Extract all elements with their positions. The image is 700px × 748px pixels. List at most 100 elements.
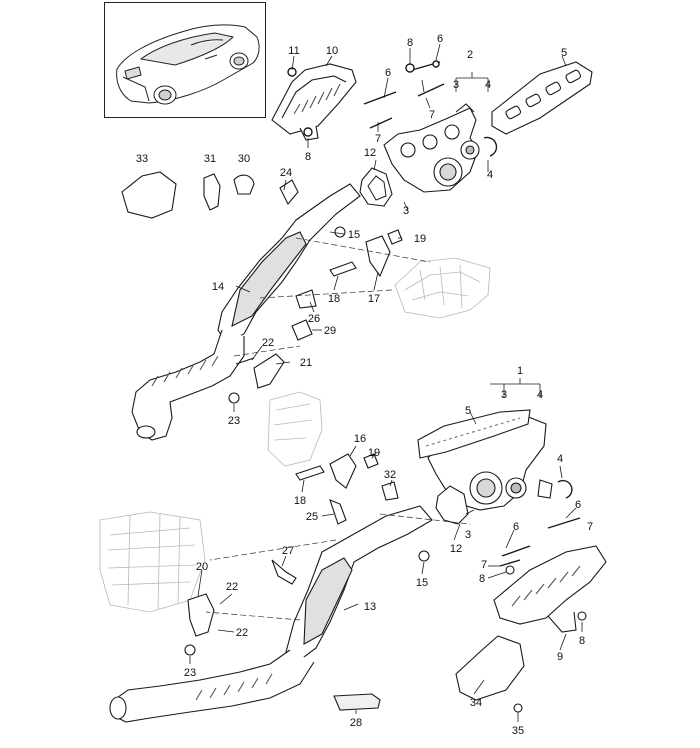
nut-19 (387, 229, 403, 245)
callout-32: 32 (384, 469, 396, 481)
callout-1: 1 (517, 365, 523, 377)
callout-9: 9 (557, 651, 563, 663)
paste-tube-28 (333, 693, 381, 711)
callout-24: 24 (280, 167, 292, 179)
callout-17: 17 (368, 293, 380, 305)
callout-labels: 2 3 4 1 3 4 5 5 6 6 6 6 7 7 7 7 8 8 8 8 … (136, 33, 593, 737)
vehicle-car-icon (116, 24, 260, 105)
clamp-31 (203, 173, 221, 211)
holder-24 (279, 179, 299, 205)
callout-33: 33 (136, 153, 148, 165)
callout-27: 27 (282, 545, 294, 557)
gasket-upper-5 (491, 61, 593, 135)
snap-ring-lower (557, 479, 573, 499)
bracket-16 (329, 453, 357, 489)
callout-29: 29 (324, 325, 336, 337)
callout-22-lower-a: 22 (226, 581, 238, 593)
callout-2: 2 (467, 49, 473, 61)
bracket-21 (253, 353, 285, 389)
callout-23-upper: 23 (228, 415, 240, 427)
callout-5-upper: 5 (561, 47, 567, 59)
gasket-12-lower (435, 485, 469, 525)
callout-20: 20 (196, 561, 208, 573)
gasket-12-upper-inner (367, 175, 387, 201)
small-parts-upper (121, 171, 403, 404)
callout-10: 10 (326, 45, 338, 57)
callout-3-upper-flange: 3 (403, 205, 409, 217)
nut-15-lower (418, 550, 430, 562)
bolt-18 (329, 261, 357, 277)
sensor-25 (329, 499, 347, 525)
bracket-33 (121, 171, 177, 219)
callout-19-lower: 19 (368, 447, 380, 459)
studs-lower (499, 517, 581, 567)
nut-23-lower (184, 644, 196, 656)
callout-6-lower-a: 6 (513, 521, 519, 533)
callout-15-lower: 15 (416, 577, 428, 589)
bracket-34 (455, 635, 525, 701)
catalytic-converter-lower (109, 505, 433, 723)
reference-dashed-lines (205, 237, 471, 621)
callout-8-upper-a: 8 (407, 37, 413, 49)
bracket-20 (187, 593, 215, 637)
catalytic-converter-upper (131, 183, 361, 441)
callout-30: 30 (238, 153, 250, 165)
callout-23-lower: 23 (184, 667, 196, 679)
callout-4-lower-bracket: 4 (537, 389, 543, 401)
callout-25: 25 (306, 511, 318, 523)
heat-shield-lower (493, 545, 607, 633)
callout-7-upper-a: 7 (375, 133, 381, 145)
bolt-18-lower (295, 465, 325, 481)
callout-16: 16 (354, 433, 366, 445)
small-parts-lower (184, 453, 525, 713)
callout-8-upper-b: 8 (305, 151, 311, 163)
bracket-29 (291, 319, 313, 341)
callout-8-lower-b: 8 (579, 635, 585, 647)
callout-6-lower-b: 6 (575, 499, 581, 511)
callout-13: 13 (364, 601, 376, 613)
callout-4-upper-ring: 4 (487, 169, 493, 181)
callout-21: 21 (300, 357, 312, 369)
leader-lines (189, 43, 583, 722)
callout-3-upper-bracket: 3 (453, 79, 459, 91)
nut-15 (334, 226, 346, 238)
callout-22-lower-b: 22 (236, 627, 248, 639)
callout-4-upper-bracket: 4 (485, 79, 491, 91)
callout-14: 14 (212, 281, 224, 293)
callout-12-lower: 12 (450, 543, 462, 555)
snap-ring-upper (483, 136, 498, 157)
callout-11: 11 (288, 45, 299, 57)
nut-23 (228, 392, 240, 404)
callout-6-upper-b: 6 (385, 67, 391, 79)
callout-22-upper: 22 (262, 337, 274, 349)
clip-32 (381, 481, 399, 501)
callout-35: 35 (512, 725, 524, 737)
bolt-35 (513, 703, 523, 713)
sensor-26 (295, 289, 317, 309)
vehicle-inset-frame (104, 2, 266, 118)
callout-28: 28 (350, 717, 362, 729)
callout-7-upper-b: 7 (429, 109, 435, 121)
sensor-27 (271, 559, 297, 585)
studs-upper (287, 60, 445, 137)
nut-19-lower (363, 453, 379, 469)
bracket-17 (365, 235, 391, 278)
callout-4-lower-ring: 4 (557, 453, 563, 465)
callout-5-lower: 5 (465, 405, 471, 417)
gasket-lower-5 (417, 409, 531, 459)
callout-19-upper: 19 (414, 233, 426, 245)
heat-shield-upper (271, 63, 357, 141)
callout-15-upper: 15 (348, 229, 360, 241)
bolt-22 (235, 357, 255, 365)
callout-31: 31 (204, 153, 216, 165)
callout-7-lower-a: 7 (481, 559, 487, 571)
callout-6-upper-a: 6 (437, 33, 443, 45)
callout-3-lower-flange: 3 (465, 529, 471, 541)
callout-7-lower-b: 7 (587, 521, 593, 533)
callout-3-lower-bracket: 3 (501, 389, 507, 401)
callout-18-upper: 18 (328, 293, 340, 305)
callout-26: 26 (308, 313, 320, 325)
callout-34: 34 (470, 697, 482, 709)
